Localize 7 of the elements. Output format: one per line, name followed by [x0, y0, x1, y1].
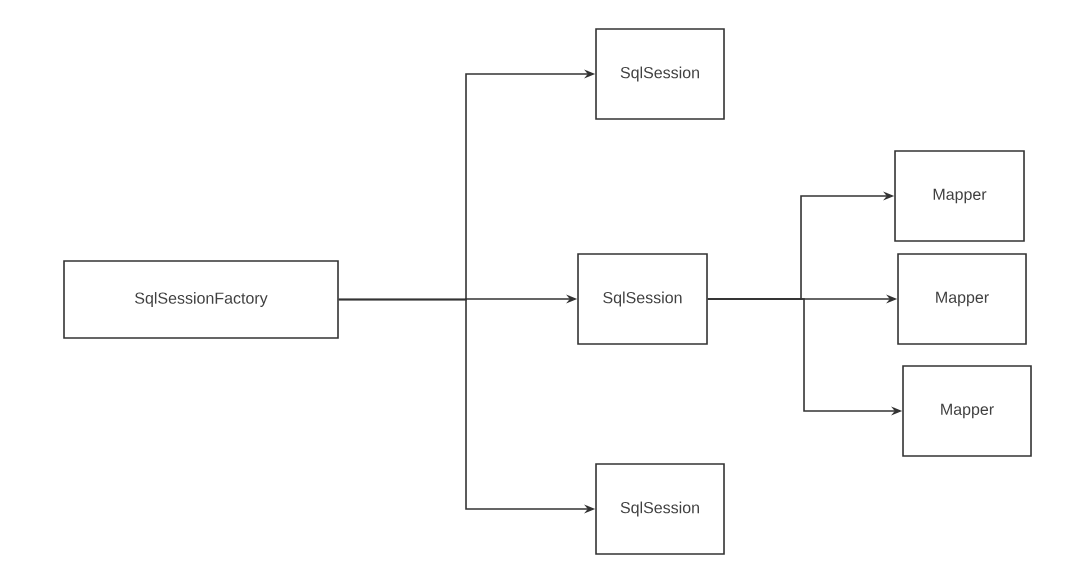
- process-box: Mapper: [897, 253, 1027, 345]
- process-box: Mapper: [902, 365, 1032, 457]
- process-box: Mapper: [894, 150, 1025, 242]
- process-box: SqlSession: [577, 253, 708, 345]
- process-box: SqlSessionFactory: [63, 260, 339, 339]
- process-box: SqlSession: [595, 28, 725, 120]
- process-box: SqlSession: [595, 463, 725, 555]
